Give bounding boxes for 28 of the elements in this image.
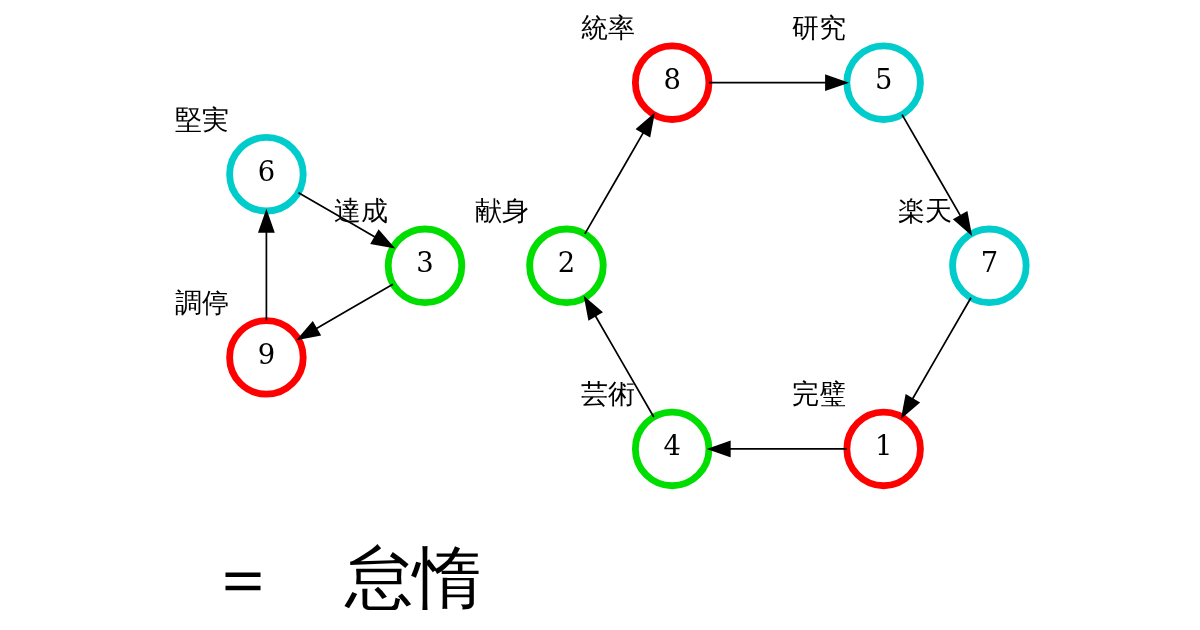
node-label: 堅実 [174, 103, 229, 135]
node-label: 達成 [333, 195, 388, 227]
arrow [297, 191, 395, 249]
arrow [900, 113, 972, 236]
node-circle: 4 [631, 408, 712, 490]
node-circle: 7 [948, 225, 1030, 307]
node-label: 研究 [791, 11, 846, 43]
node-label: 芸術 [580, 378, 635, 410]
node-circle: 5 [842, 42, 924, 123]
node-label: 完璧 [791, 378, 846, 410]
node-circle: 2 [525, 225, 607, 307]
node-circle: 1 [842, 408, 924, 490]
arrow [707, 74, 849, 92]
node-label: 楽天 [897, 195, 952, 227]
arrow [900, 296, 972, 420]
node-label: 統率 [580, 11, 635, 43]
node-label: 調停 [174, 286, 229, 318]
node-label: 献身 [474, 195, 529, 227]
label: ＝ 怠惰 [208, 537, 481, 618]
arrow [706, 440, 848, 458]
arrow [257, 208, 275, 322]
node-circle: 8 [631, 42, 712, 123]
arrow [583, 112, 655, 235]
arrow [583, 295, 655, 418]
node-circle: 6 [225, 134, 307, 215]
node-circle: 9 [225, 317, 307, 398]
arrow [295, 283, 394, 341]
node-circle: 3 [384, 225, 465, 307]
